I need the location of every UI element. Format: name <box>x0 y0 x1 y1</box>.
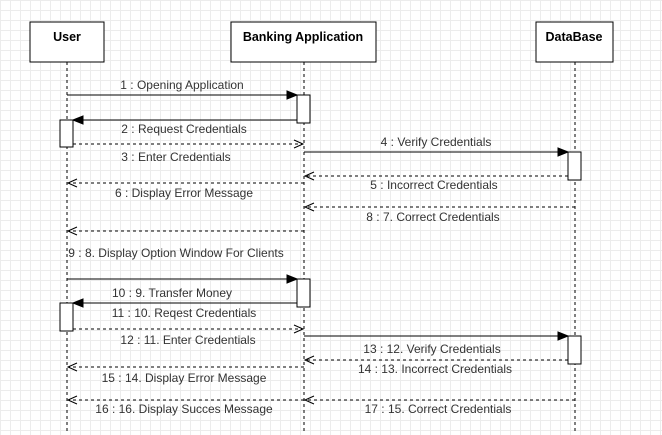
message-8-arrowhead <box>303 202 315 212</box>
message-17[interactable]: 17 : 15. Correct Credentials <box>303 395 575 416</box>
message-15-label: 15 : 14. Display Error Message <box>102 371 267 385</box>
message-8-label: 8 : 7. Correct Credentials <box>366 210 499 224</box>
lifeline-db-box[interactable] <box>535 21 614 63</box>
message-17-arrowhead <box>303 395 315 405</box>
activation-user-1[interactable] <box>59 119 74 148</box>
message-9-arrowhead <box>66 226 78 236</box>
message-10[interactable]: 10 : 9. Transfer Money <box>67 274 299 300</box>
message-13-arrowhead <box>557 331 570 341</box>
message-5-label: 5 : Incorrect Credentials <box>370 178 497 192</box>
message-16-arrowhead <box>66 395 78 405</box>
message-6[interactable]: 6 : Display Error Message <box>66 178 304 200</box>
message-5-arrowhead <box>303 171 315 181</box>
message-10-arrowhead <box>286 274 299 284</box>
lifeline-user-box[interactable] <box>29 21 105 63</box>
message-8[interactable]: 8 : 7. Correct Credentials <box>303 202 575 224</box>
message-4[interactable]: 4 : Verify Credentials <box>304 135 570 157</box>
message-3-arrowhead <box>293 139 305 149</box>
message-6-label: 6 : Display Error Message <box>115 186 253 200</box>
message-4-arrowhead <box>557 147 570 157</box>
lifeline-database[interactable]: DataBase <box>535 21 614 432</box>
message-11[interactable]: 11 : 10. Reqest Credentials <box>71 298 297 320</box>
message-13-label: 13 : 12. Verify Credentials <box>363 342 500 356</box>
message-11-arrowhead <box>71 298 84 308</box>
activation-app-1[interactable] <box>296 94 311 124</box>
message-4-label: 4 : Verify Credentials <box>381 135 492 149</box>
lifeline-app-name: Banking Application <box>243 30 363 44</box>
message-9[interactable]: 9 : 8. Display Option Window For Clients <box>66 226 304 260</box>
message-6-arrowhead <box>66 178 78 188</box>
message-15-arrowhead <box>66 362 78 372</box>
lifeline-banking-application[interactable]: Banking Application <box>230 21 377 432</box>
message-15[interactable]: 15 : 14. Display Error Message <box>66 362 304 385</box>
message-2-arrowhead <box>71 115 84 125</box>
message-13[interactable]: 13 : 12. Verify Credentials <box>304 331 570 356</box>
message-16[interactable]: 16 : 16. Display Succes Message <box>66 395 304 416</box>
message-14-label: 14 : 13. Incorrect Credentials <box>358 362 512 376</box>
lifeline-app-box[interactable] <box>230 21 377 63</box>
message-17-label: 17 : 15. Correct Credentials <box>365 402 512 416</box>
lifeline-db-name: DataBase <box>546 30 603 44</box>
message-2[interactable]: 2 : Request Credentials <box>71 115 297 136</box>
activation-db-1[interactable] <box>567 151 582 181</box>
message-14[interactable]: 14 : 13. Incorrect Credentials <box>303 355 568 376</box>
message-3-label: 3 : Enter Credentials <box>121 150 230 164</box>
message-3[interactable]: 3 : Enter Credentials <box>73 139 305 164</box>
message-10-label: 10 : 9. Transfer Money <box>112 286 232 300</box>
message-1-label: 1 : Opening Application <box>120 78 243 92</box>
message-16-label: 16 : 16. Display Succes Message <box>95 402 273 416</box>
message-9-label: 9 : 8. Display Option Window For Clients <box>68 246 283 260</box>
message-1[interactable]: 1 : Opening Application <box>67 78 299 100</box>
message-12-label: 12 : 11. Enter Credentials <box>120 333 255 347</box>
message-12[interactable]: 12 : 11. Enter Credentials <box>73 324 305 347</box>
activation-user-2[interactable] <box>59 302 74 332</box>
message-5[interactable]: 5 : Incorrect Credentials <box>303 171 568 192</box>
message-12-arrowhead <box>293 324 305 334</box>
message-11-label: 11 : 10. Reqest Credentials <box>112 306 257 320</box>
message-1-arrowhead <box>286 90 299 100</box>
message-2-label: 2 : Request Credentials <box>121 122 246 136</box>
lifeline-user[interactable]: User <box>29 21 105 432</box>
activation-app-2[interactable] <box>296 278 311 308</box>
message-14-arrowhead <box>303 355 315 365</box>
activation-db-2[interactable] <box>567 335 582 365</box>
lifeline-user-name: User <box>53 30 81 44</box>
